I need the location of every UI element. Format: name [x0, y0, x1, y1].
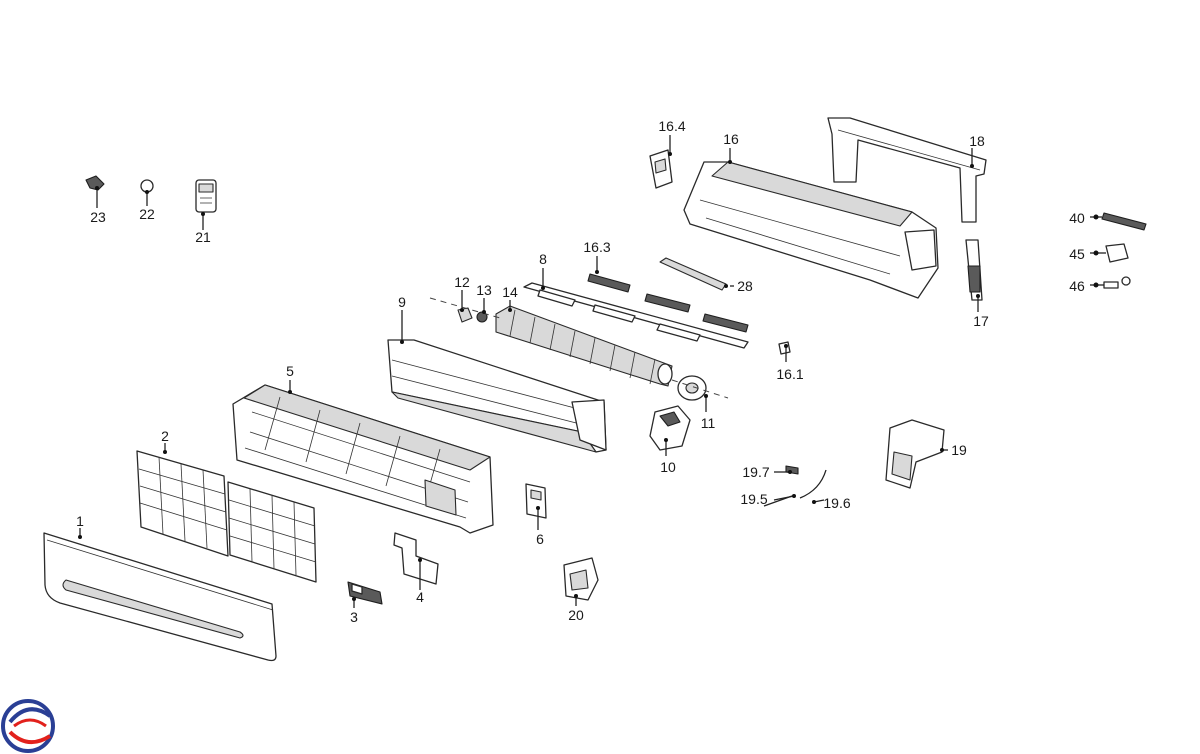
- part-46-small-sensor: [1103, 276, 1131, 289]
- callout-22: 22: [139, 206, 155, 222]
- callout-19-7: 19.7: [742, 464, 769, 480]
- callout-20: 20: [568, 607, 584, 623]
- part-11-fan-motor: [677, 375, 707, 401]
- part-17-vertical-bracket: [965, 239, 983, 301]
- callout-19-5: 19.5: [740, 491, 767, 507]
- callout-46: 46: [1069, 278, 1085, 294]
- callout-16-4: 16.4: [658, 118, 685, 134]
- callout-11: 11: [701, 415, 716, 431]
- callout-3: 3: [350, 609, 358, 625]
- assembly-axis-motor: [671, 379, 729, 399]
- callout-13: 13: [476, 282, 492, 298]
- part-40-insulation-strip: [1101, 212, 1147, 231]
- part-19-drain-cover: [885, 419, 945, 489]
- callout-16-3: 16.3: [583, 239, 610, 255]
- part-19-7-sensor: [785, 465, 799, 475]
- callout-16: 16: [723, 131, 739, 147]
- part-16-base-frame: [683, 161, 939, 299]
- part-5-chassis: [232, 384, 494, 534]
- callout-2: 2: [161, 428, 169, 444]
- assembly-axis-fan: [429, 297, 501, 319]
- callout-5: 5: [286, 363, 294, 379]
- callout-28: 28: [737, 278, 753, 294]
- callout-10: 10: [660, 459, 676, 475]
- part-19-6-wire: [799, 469, 827, 499]
- part-18-mounting-plate: [827, 117, 987, 223]
- callout-16-1: 16.1: [776, 366, 803, 382]
- callout-40: 40: [1069, 210, 1085, 226]
- part-16-4-side-bracket: [649, 149, 673, 189]
- callout-6: 6: [536, 531, 544, 547]
- callout-8: 8: [539, 251, 547, 267]
- part-16-3-louver-clips: [587, 273, 749, 333]
- callout-labels: 1 2 3 4 5 6 8 9 10 11 12 13 14 16 16.1 1…: [76, 118, 1085, 625]
- part-4-cover-plate: [393, 532, 439, 585]
- callout-19-6: 19.6: [823, 495, 850, 511]
- part-8-louver-bar: [523, 282, 749, 349]
- callout-9: 9: [398, 294, 406, 310]
- part-45-connector: [1105, 243, 1129, 263]
- part-20-bottom-cover: [563, 557, 599, 601]
- part-10-motor-bracket: [649, 405, 691, 451]
- part-21-remote-control: [195, 179, 217, 213]
- callout-14: 14: [502, 284, 518, 300]
- part-28-drain-hose: [659, 257, 727, 291]
- callout-21: 21: [195, 229, 211, 245]
- callout-4: 4: [416, 589, 424, 605]
- part-1-front-panel: [43, 532, 277, 662]
- leader-dots: [78, 152, 1099, 601]
- callout-12: 12: [454, 274, 470, 290]
- callout-17: 17: [973, 313, 989, 329]
- part-6-control-box: [525, 483, 547, 519]
- part-23-screw: [85, 175, 105, 191]
- part-9-evaporator: [387, 339, 607, 453]
- part-16-1-clip: [778, 341, 791, 355]
- part-3-bracket: [347, 581, 383, 605]
- part-2-filters: [136, 450, 317, 583]
- callout-19: 19: [951, 442, 967, 458]
- callout-23: 23: [90, 209, 106, 225]
- callout-18: 18: [969, 133, 985, 149]
- callout-45: 45: [1069, 246, 1085, 262]
- brand-logo: [1, 699, 55, 753]
- callout-1: 1: [76, 513, 84, 529]
